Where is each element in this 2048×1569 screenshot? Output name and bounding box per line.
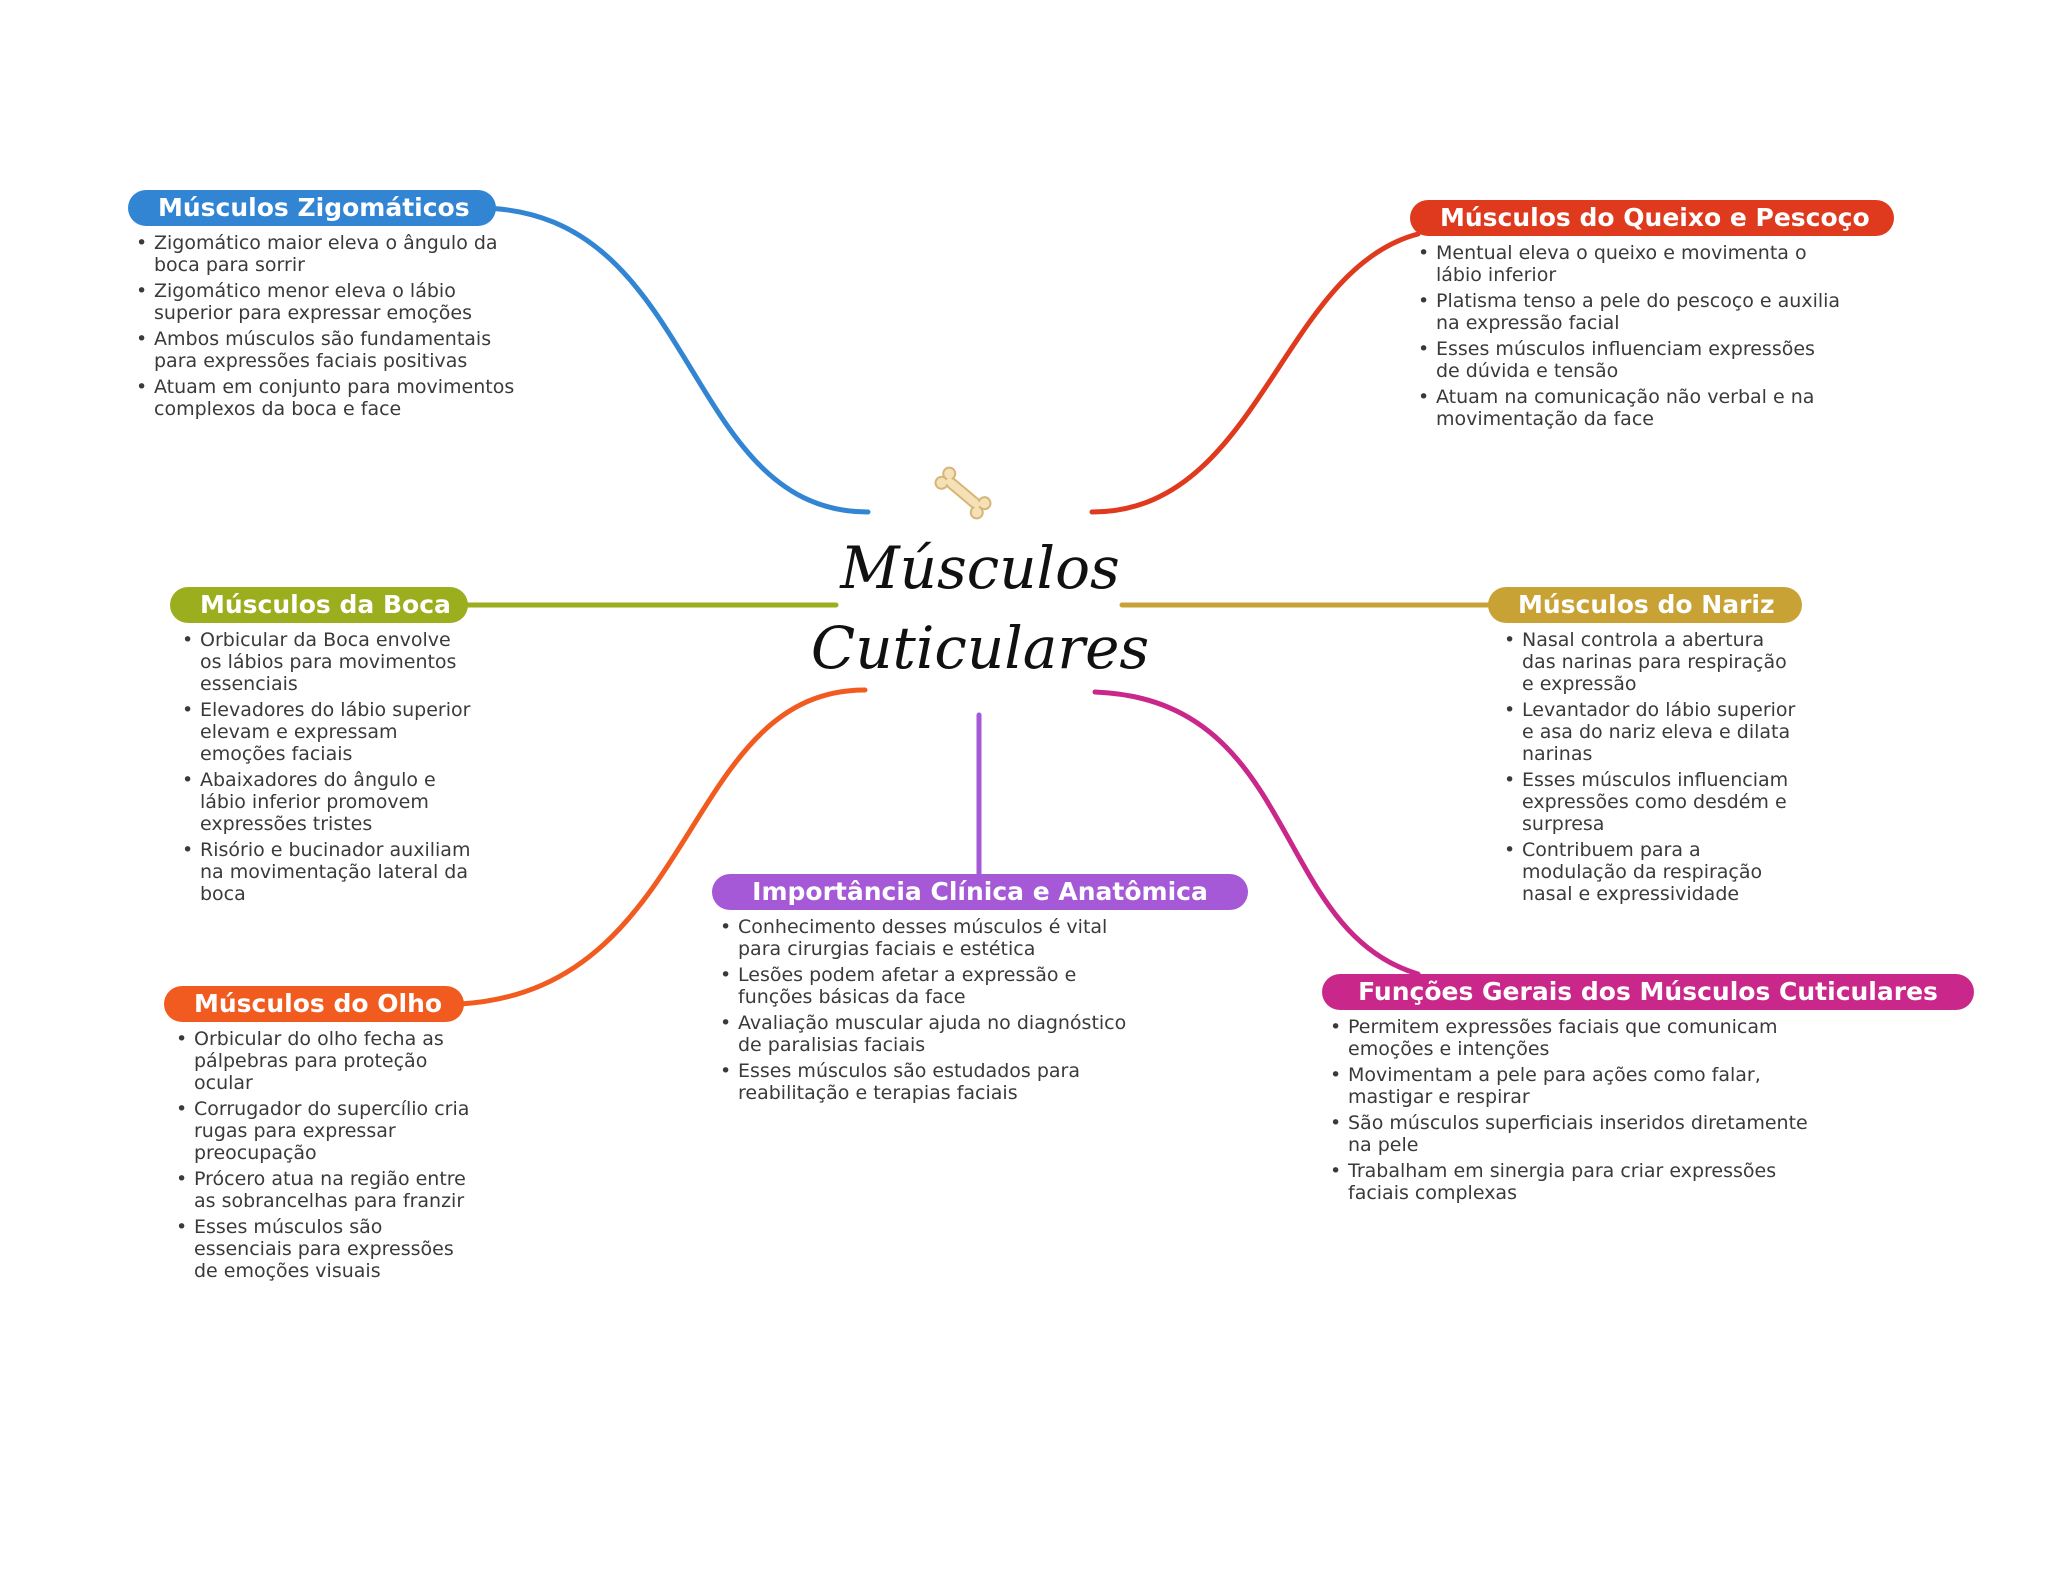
list-item: Mentual eleva o queixo e movimenta o láb… bbox=[1412, 242, 1842, 286]
branch-nariz: Músculos do Nariz Nasal controla a abert… bbox=[1488, 587, 1808, 909]
item-list: Conhecimento desses músculos é vital par… bbox=[714, 916, 1154, 1104]
list-item: Ambos músculos são fundamentais para exp… bbox=[130, 328, 528, 372]
list-item: Corrugador do supercílio cria rugas para… bbox=[170, 1098, 470, 1164]
list-item: Orbicular do olho fecha as pálpebras par… bbox=[170, 1028, 470, 1094]
list-item: Esses músculos influenciam expressões de… bbox=[1412, 338, 1842, 382]
central-title-line1: Músculos bbox=[840, 534, 1120, 602]
branch-title-nariz[interactable]: Músculos do Nariz bbox=[1488, 587, 1802, 623]
list-item: Esses músculos são estudados para reabil… bbox=[714, 1060, 1154, 1104]
branch-funcoes: Funções Gerais dos Músculos Cuticulares … bbox=[1322, 974, 1982, 1208]
item-list: Orbicular do olho fecha as pálpebras par… bbox=[170, 1028, 470, 1282]
list-item: Contribuem para a modulação da respiraçã… bbox=[1498, 839, 1798, 905]
branch-zigomaticos: Músculos Zigomáticos Zigomático maior el… bbox=[128, 190, 528, 424]
connector-olho bbox=[457, 687, 868, 1007]
list-item: Levantador do lábio superior e asa do na… bbox=[1498, 699, 1798, 765]
list-item: Zigomático menor eleva o lábio superior … bbox=[130, 280, 528, 324]
list-item: Platisma tenso a pele do pescoço e auxil… bbox=[1412, 290, 1842, 334]
branch-title-boca[interactable]: Músculos da Boca bbox=[170, 587, 468, 623]
list-item: Elevadores do lábio superior elevam e ex… bbox=[176, 699, 476, 765]
list-item: Nasal controla a abertura das narinas pa… bbox=[1498, 629, 1798, 695]
list-item: Orbicular da Boca envolve os lábios para… bbox=[176, 629, 476, 695]
list-item: Esses músculos influenciam expressões co… bbox=[1498, 769, 1798, 835]
list-item: Permitem expressões faciais que comunica… bbox=[1324, 1016, 1814, 1060]
item-list: Zigomático maior eleva o ângulo da boca … bbox=[130, 232, 528, 420]
connector-funcoes bbox=[1092, 689, 1421, 977]
connector-queixo bbox=[1089, 231, 1421, 515]
item-list: Orbicular da Boca envolve os lábios para… bbox=[176, 629, 476, 905]
bone-icon bbox=[934, 466, 992, 520]
branch-importancia: Importância Clínica e Anatômica Conhecim… bbox=[712, 874, 1252, 1108]
branch-olho: Músculos do Olho Orbicular do olho fecha… bbox=[164, 986, 474, 1286]
central-title-line2: Cuticulares bbox=[810, 614, 1150, 682]
list-item: Movimentam a pele para ações como falar,… bbox=[1324, 1064, 1814, 1108]
connector-zigomaticos bbox=[475, 205, 871, 515]
list-item: Abaixadores do ângulo e lábio inferior p… bbox=[176, 769, 476, 835]
list-item: Conhecimento desses músculos é vital par… bbox=[714, 916, 1154, 960]
item-list: Nasal controla a abertura das narinas pa… bbox=[1498, 629, 1798, 905]
list-item: Atuam em conjunto para movimentos comple… bbox=[130, 376, 528, 420]
list-item: Risório e bucinador auxiliam na moviment… bbox=[176, 839, 476, 905]
list-item: Prócero atua na região entre as sobrance… bbox=[170, 1168, 470, 1212]
list-item: Trabalham em sinergia para criar express… bbox=[1324, 1160, 1814, 1204]
branch-title-queixo[interactable]: Músculos do Queixo e Pescoço bbox=[1410, 200, 1894, 236]
list-item: São músculos superficiais inseridos dire… bbox=[1324, 1112, 1814, 1156]
list-item: Avaliação muscular ajuda no diagnóstico … bbox=[714, 1012, 1154, 1056]
list-item: Lesões podem afetar a expressão e funçõe… bbox=[714, 964, 1154, 1008]
branch-title-zigomaticos[interactable]: Músculos Zigomáticos bbox=[128, 190, 496, 226]
list-item: Zigomático maior eleva o ângulo da boca … bbox=[130, 232, 528, 276]
list-item: Atuam na comunicação não verbal e na mov… bbox=[1412, 386, 1842, 430]
branch-boca: Músculos da Boca Orbicular da Boca envol… bbox=[170, 587, 480, 909]
list-item: Esses músculos são essenciais para expre… bbox=[170, 1216, 470, 1282]
branch-title-olho[interactable]: Músculos do Olho bbox=[164, 986, 464, 1022]
branch-title-importancia[interactable]: Importância Clínica e Anatômica bbox=[712, 874, 1248, 910]
central-topic[interactable]: Músculos Cuticulares bbox=[780, 528, 1180, 688]
branch-queixo: Músculos do Queixo e Pescoço Mentual ele… bbox=[1410, 200, 1900, 434]
item-list: Permitem expressões faciais que comunica… bbox=[1324, 1016, 1814, 1204]
item-list: Mentual eleva o queixo e movimenta o láb… bbox=[1412, 242, 1842, 430]
branch-title-funcoes[interactable]: Funções Gerais dos Músculos Cuticulares bbox=[1322, 974, 1974, 1010]
